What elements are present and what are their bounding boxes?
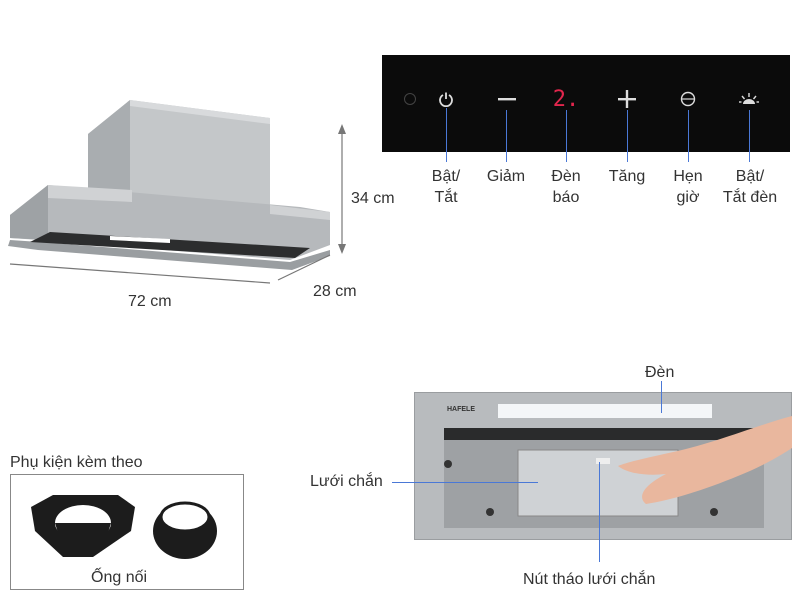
hood-front-view <box>414 392 792 540</box>
callout-line <box>749 110 750 162</box>
callout-line <box>446 108 447 162</box>
height-dimension: 34 cm <box>351 190 395 207</box>
display-digit: 2. <box>552 86 580 112</box>
filter-label: Lưới chắn <box>310 473 383 490</box>
minus-icon[interactable] <box>495 87 519 111</box>
label-timer: Hẹn giờ <box>673 168 703 206</box>
brand-label: HAFELE <box>447 406 475 413</box>
accessories-title: Phụ kiện kèm theo <box>10 454 143 471</box>
callout-line <box>688 110 689 162</box>
depth-dimension: 28 cm <box>313 283 357 300</box>
light-label: Đèn <box>645 364 675 381</box>
hood-illustration <box>8 100 346 284</box>
callout-line <box>627 110 628 162</box>
label-increase: Tăng <box>608 168 646 185</box>
callout-line <box>506 110 507 162</box>
power-icon[interactable] <box>434 87 458 111</box>
callout-line <box>661 381 662 413</box>
plus-icon[interactable] <box>615 87 639 111</box>
callout-line <box>566 110 567 162</box>
connector-pipe-icon <box>31 495 217 559</box>
control-panel: 2. <box>382 55 790 152</box>
accessories-box: Ống nối <box>10 474 244 590</box>
lamp-icon[interactable] <box>737 87 761 111</box>
label-indicator: Đèn báo <box>551 168 581 206</box>
label-decrease: Giảm <box>486 168 526 185</box>
connector-label: Ống nối <box>91 569 148 586</box>
label-light: Bật/ Tắt đèn <box>722 168 778 206</box>
callout-line <box>392 482 538 483</box>
callout-line <box>599 462 600 562</box>
width-dimension: 72 cm <box>128 293 172 310</box>
panel-logo-icon <box>404 93 416 105</box>
timer-icon[interactable] <box>676 87 700 111</box>
label-power: Bật/ Tắt <box>431 168 461 206</box>
release-button-label: Nút tháo lưới chắn <box>523 571 656 588</box>
